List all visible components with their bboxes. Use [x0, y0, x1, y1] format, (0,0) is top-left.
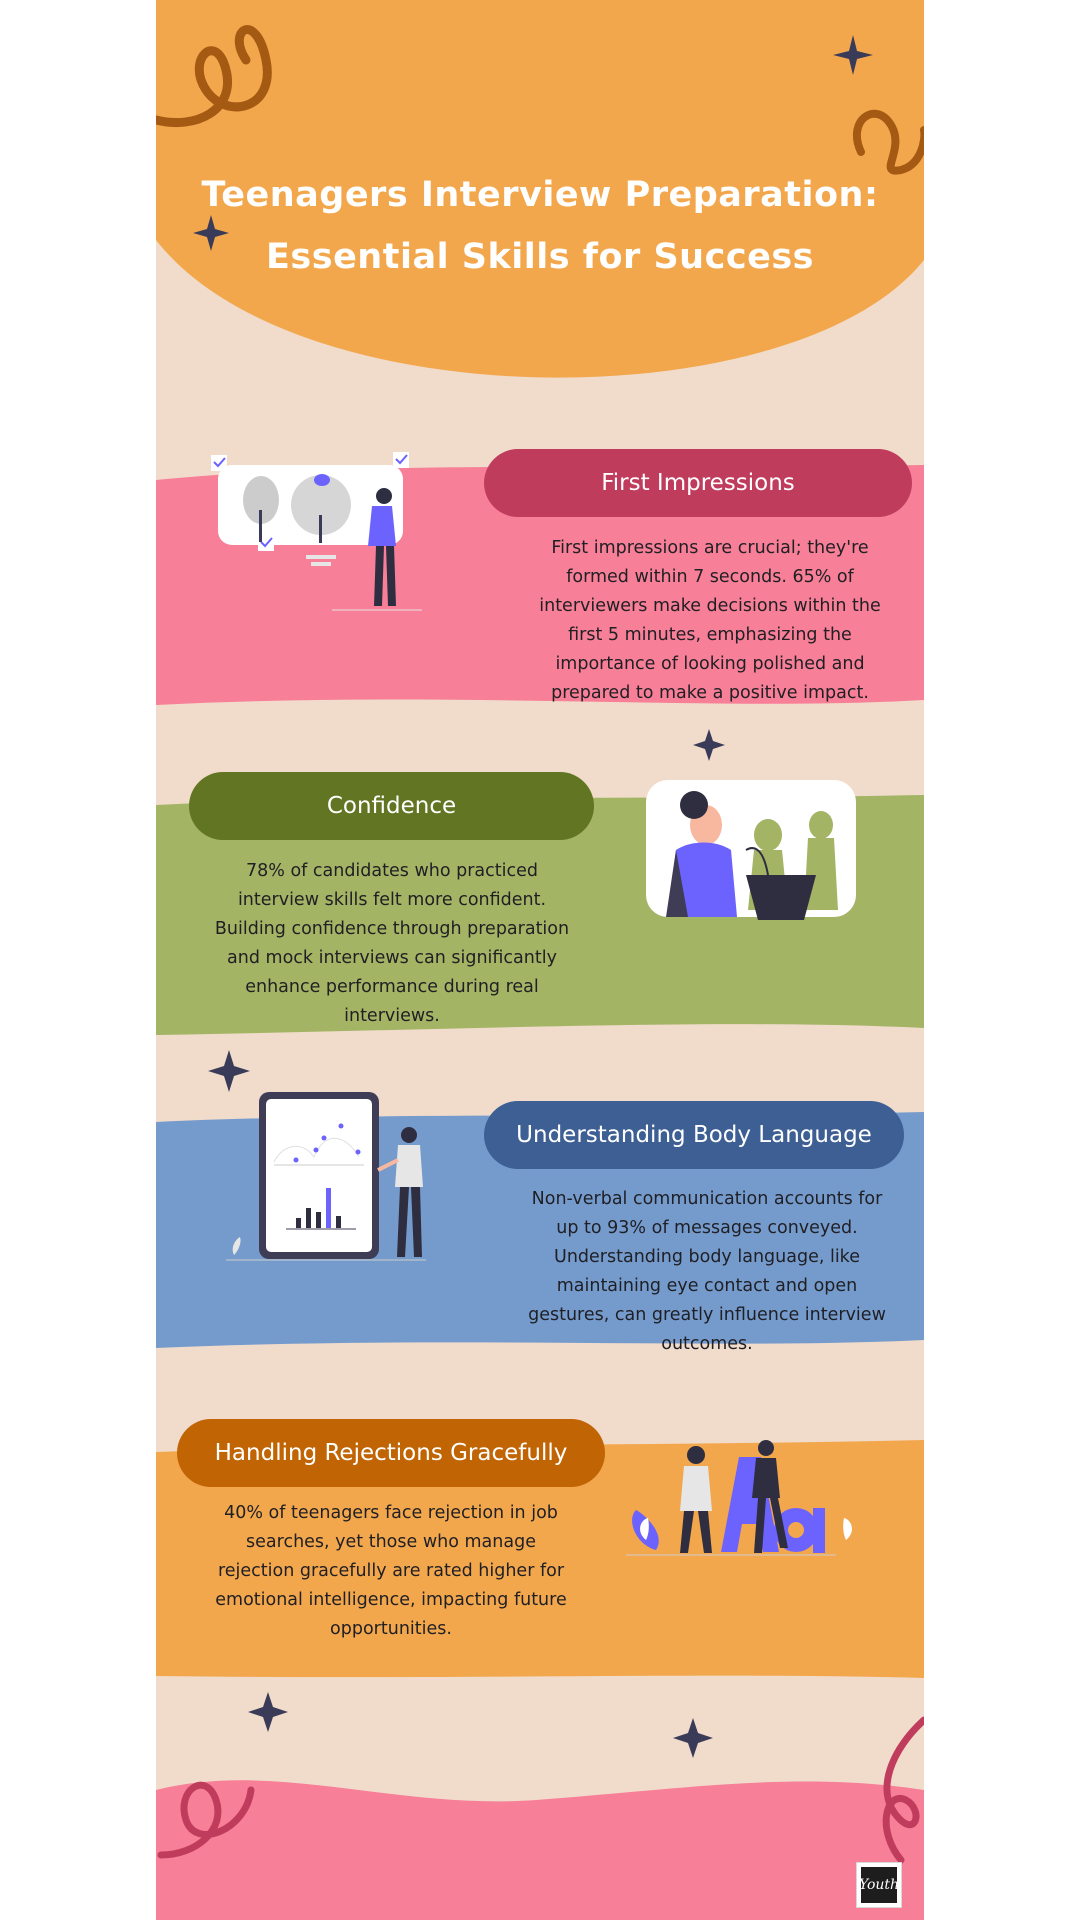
speaker-illustration — [646, 780, 856, 920]
poster-background — [156, 0, 924, 1920]
squiggle-icon — [852, 109, 924, 175]
star-icon — [248, 1692, 288, 1732]
section-heading-confidence: Confidence — [189, 772, 594, 840]
star-icon — [208, 1050, 250, 1092]
section-heading-body-language: Understanding Body Language — [484, 1101, 904, 1169]
couple-illustration — [626, 1440, 852, 1556]
squiggle-icon — [156, 25, 272, 128]
header-shape — [156, 0, 924, 378]
section-heading-first-impressions: First Impressions — [484, 449, 912, 517]
person-illustration — [211, 452, 422, 611]
page-title-line-1: Teenagers Interview Preparation: — [201, 175, 879, 215]
infographic-poster: Teenagers Interview Preparation: Essenti… — [156, 0, 924, 1920]
star-icon — [673, 1718, 713, 1758]
section-body-first-impressions: First impressions are crucial; they're f… — [539, 538, 881, 703]
star-icon — [693, 729, 725, 761]
brand-logo-text: Youth — [859, 1867, 899, 1903]
star-icon — [193, 215, 229, 251]
tablet-chart-illustration — [226, 1092, 426, 1261]
squiggle-icon — [882, 1716, 924, 1864]
section-body-confidence: 78% of candidates who practiced intervie… — [214, 861, 570, 1026]
squiggle-icon — [157, 1781, 255, 1859]
section-body-body-language: Non-verbal communication accounts for up… — [528, 1189, 886, 1354]
brand-logo: Youth — [856, 1862, 902, 1908]
section-heading-rejections: Handling Rejections Gracefully — [177, 1419, 605, 1487]
footer-shape — [156, 1780, 924, 1920]
checkmark-icon — [395, 454, 408, 465]
star-icon — [833, 35, 873, 75]
section-body-rejections: 40% of teenagers face rejection in job s… — [215, 1503, 567, 1639]
checkmark-icon — [213, 457, 226, 468]
checkmark-icon — [260, 537, 273, 548]
page-title-line-2: Essential Skills for Success — [266, 237, 814, 277]
